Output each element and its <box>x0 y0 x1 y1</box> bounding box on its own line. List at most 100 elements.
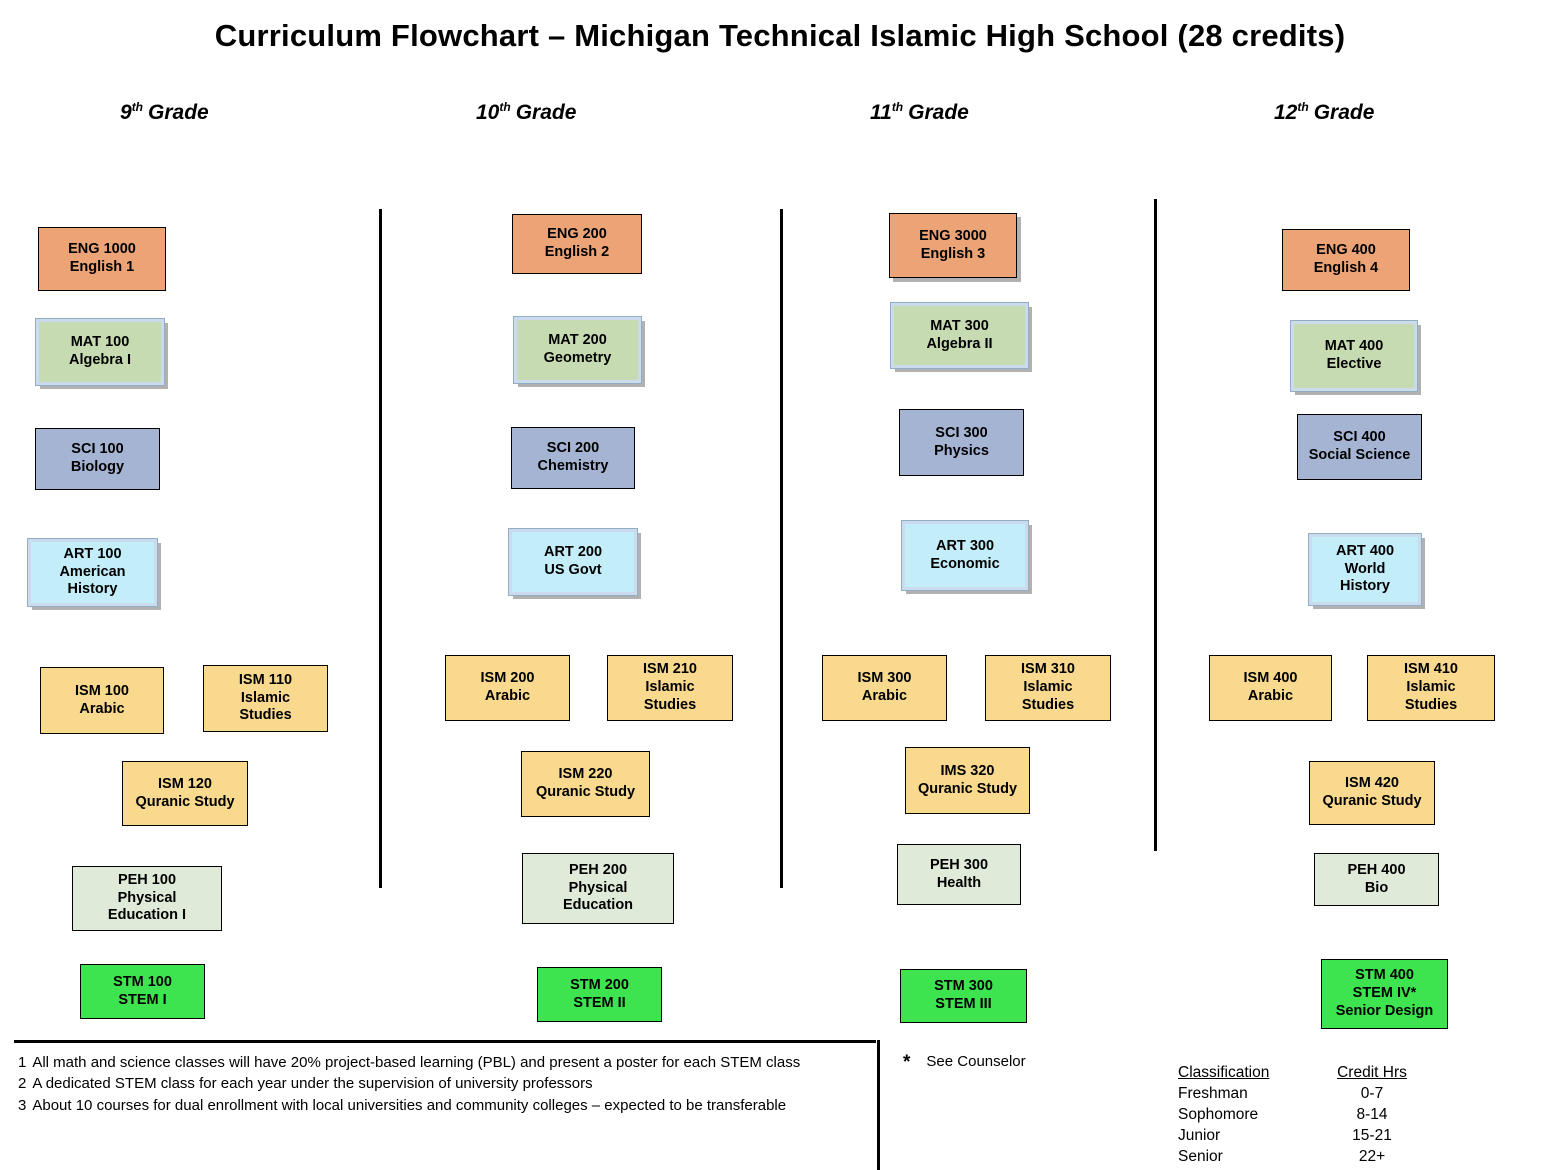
course-title: Islamic Studies <box>1021 679 1075 713</box>
grade-header-11: 11th Grade <box>870 100 969 125</box>
course-title: STEM III <box>935 996 992 1012</box>
classification-table-header-row: Classification Credit Hrs <box>1178 1062 1416 1083</box>
column-divider-3 <box>1154 199 1157 851</box>
classification-row-senior: Senior 22+ <box>1178 1146 1416 1167</box>
grade-number: 12 <box>1274 101 1298 124</box>
course-title: Algebra I <box>68 352 132 368</box>
footnotes: 1 All math and science classes will have … <box>18 1052 876 1116</box>
course-code: ISM 120 <box>158 775 212 792</box>
course-title: Islamic Studies <box>643 679 697 713</box>
grade-ordinal: th <box>891 100 904 114</box>
course-title: STEM IV* <box>1352 985 1417 1002</box>
course-ism-300: ISM 300 Arabic <box>822 655 947 721</box>
see-counselor-note: * See Counselor <box>903 1052 1026 1074</box>
credit-hrs-header: Credit Hrs <box>1337 1064 1407 1081</box>
course-code: MAT 200 <box>548 332 607 349</box>
course-stm-300: STM 300 STEM III <box>900 969 1027 1023</box>
footer-divider-horizontal <box>14 1040 876 1043</box>
course-mat-300: MAT 300 Algebra II <box>890 302 1029 369</box>
course-title: English 4 <box>1313 260 1379 276</box>
course-code: ISM 310 <box>1021 661 1075 678</box>
course-title: Physical Education I <box>107 889 187 924</box>
course-title: English 3 <box>920 245 986 262</box>
course-art-300: ART 300 Economic <box>901 520 1029 591</box>
course-ism-110: ISM 110 Islamic Studies <box>203 665 328 732</box>
course-code: STM 300 <box>934 978 993 995</box>
course-eng-200: ENG 200 English 2 <box>512 214 642 274</box>
course-title: Physics <box>934 442 989 459</box>
course-title: Quranic Study <box>135 793 235 810</box>
course-code: STM 400 <box>1355 967 1414 984</box>
course-code: ISM 210 <box>643 661 697 678</box>
course-sci-400: SCI 400 Social Science <box>1297 414 1422 480</box>
course-code: IMS 320 <box>940 762 995 779</box>
footnote-text: All math and science classes will have 2… <box>32 1054 801 1071</box>
footnote-number: 3 <box>18 1096 27 1114</box>
course-title: Arabic <box>861 688 908 704</box>
course-title: Quranic Study <box>1322 793 1422 809</box>
grade-word: Grade <box>908 101 969 124</box>
grade-ordinal: th <box>499 100 511 114</box>
footer-divider-vertical <box>877 1040 880 1170</box>
classification-row-junior: Junior 15-21 <box>1178 1125 1416 1146</box>
course-stm-200: STM 200 STEM II <box>537 967 662 1022</box>
course-title: Islamic Studies <box>1404 679 1458 713</box>
course-title: Quranic Study <box>917 780 1018 797</box>
course-title: Arabic <box>1247 688 1294 704</box>
course-title: English 2 <box>544 244 610 260</box>
course-code: ISM 200 <box>480 670 535 687</box>
course-title: STEM I <box>118 991 167 1008</box>
course-ism-310: ISM 310 Islamic Studies <box>985 655 1111 721</box>
course-title: Arabic <box>484 688 531 704</box>
course-mat-400: MAT 400 Elective <box>1290 320 1418 392</box>
course-ism-220: ISM 220 Quranic Study <box>521 751 650 817</box>
course-code: MAT 100 <box>70 334 130 351</box>
footnote-text: A dedicated STEM class for each year und… <box>32 1075 593 1093</box>
footnote-number: 2 <box>18 1075 27 1093</box>
course-title: Health <box>936 874 982 891</box>
course-ism-210: ISM 210 Islamic Studies <box>607 655 733 721</box>
course-code: ART 300 <box>935 537 995 554</box>
counselor-text: See Counselor <box>926 1053 1026 1070</box>
course-code: ART 100 <box>63 545 122 562</box>
course-code: ISM 100 <box>75 682 129 699</box>
course-ism-400: ISM 400 Arabic <box>1209 655 1332 721</box>
grade-number: 11 <box>870 101 892 124</box>
footnote-number: 1 <box>18 1054 27 1071</box>
grade-word: Grade <box>515 101 577 124</box>
course-title: STEM II <box>573 994 626 1011</box>
column-divider-1 <box>379 209 382 888</box>
credit-hrs-value: 0-7 <box>1360 1085 1384 1103</box>
course-ism-120: ISM 120 Quranic Study <box>122 761 248 826</box>
course-title: American History <box>59 563 126 598</box>
course-ims-320: IMS 320 Quranic Study <box>905 747 1030 814</box>
course-code: STM 100 <box>113 973 172 990</box>
course-code: ISM 420 <box>1345 775 1399 792</box>
course-code: PEH 200 <box>568 861 628 878</box>
credit-hrs-value: 8-14 <box>1356 1106 1388 1124</box>
footnote-text: About 10 courses for dual enrollment wit… <box>32 1096 787 1114</box>
course-code: ISM 410 <box>1404 661 1458 678</box>
course-eng-1000: ENG 1000 English 1 <box>38 227 166 291</box>
course-title: Social Science <box>1308 447 1411 463</box>
course-code: ENG 1000 <box>68 241 136 258</box>
course-code: ART 400 <box>1335 542 1395 559</box>
course-code: ENG 3000 <box>919 227 987 244</box>
course-ism-100: ISM 100 Arabic <box>40 667 164 734</box>
course-title: Chemistry <box>537 458 609 474</box>
column-divider-2 <box>780 209 783 888</box>
course-code: ENG 400 <box>1316 242 1376 259</box>
course-ism-200: ISM 200 Arabic <box>445 655 570 721</box>
course-code: STM 200 <box>570 976 629 993</box>
course-art-200: ART 200 US Govt <box>508 528 638 596</box>
course-title: Bio <box>1364 879 1389 896</box>
course-stm-400: STM 400 STEM IV* Senior Design <box>1321 959 1448 1029</box>
course-subtitle: Senior Design <box>1335 1002 1434 1019</box>
asterisk: * <box>903 1052 911 1073</box>
course-ism-420: ISM 420 Quranic Study <box>1309 761 1435 825</box>
course-code: ENG 200 <box>547 226 607 243</box>
grade-ordinal: th <box>131 100 144 114</box>
course-title: Algebra II <box>926 335 993 352</box>
